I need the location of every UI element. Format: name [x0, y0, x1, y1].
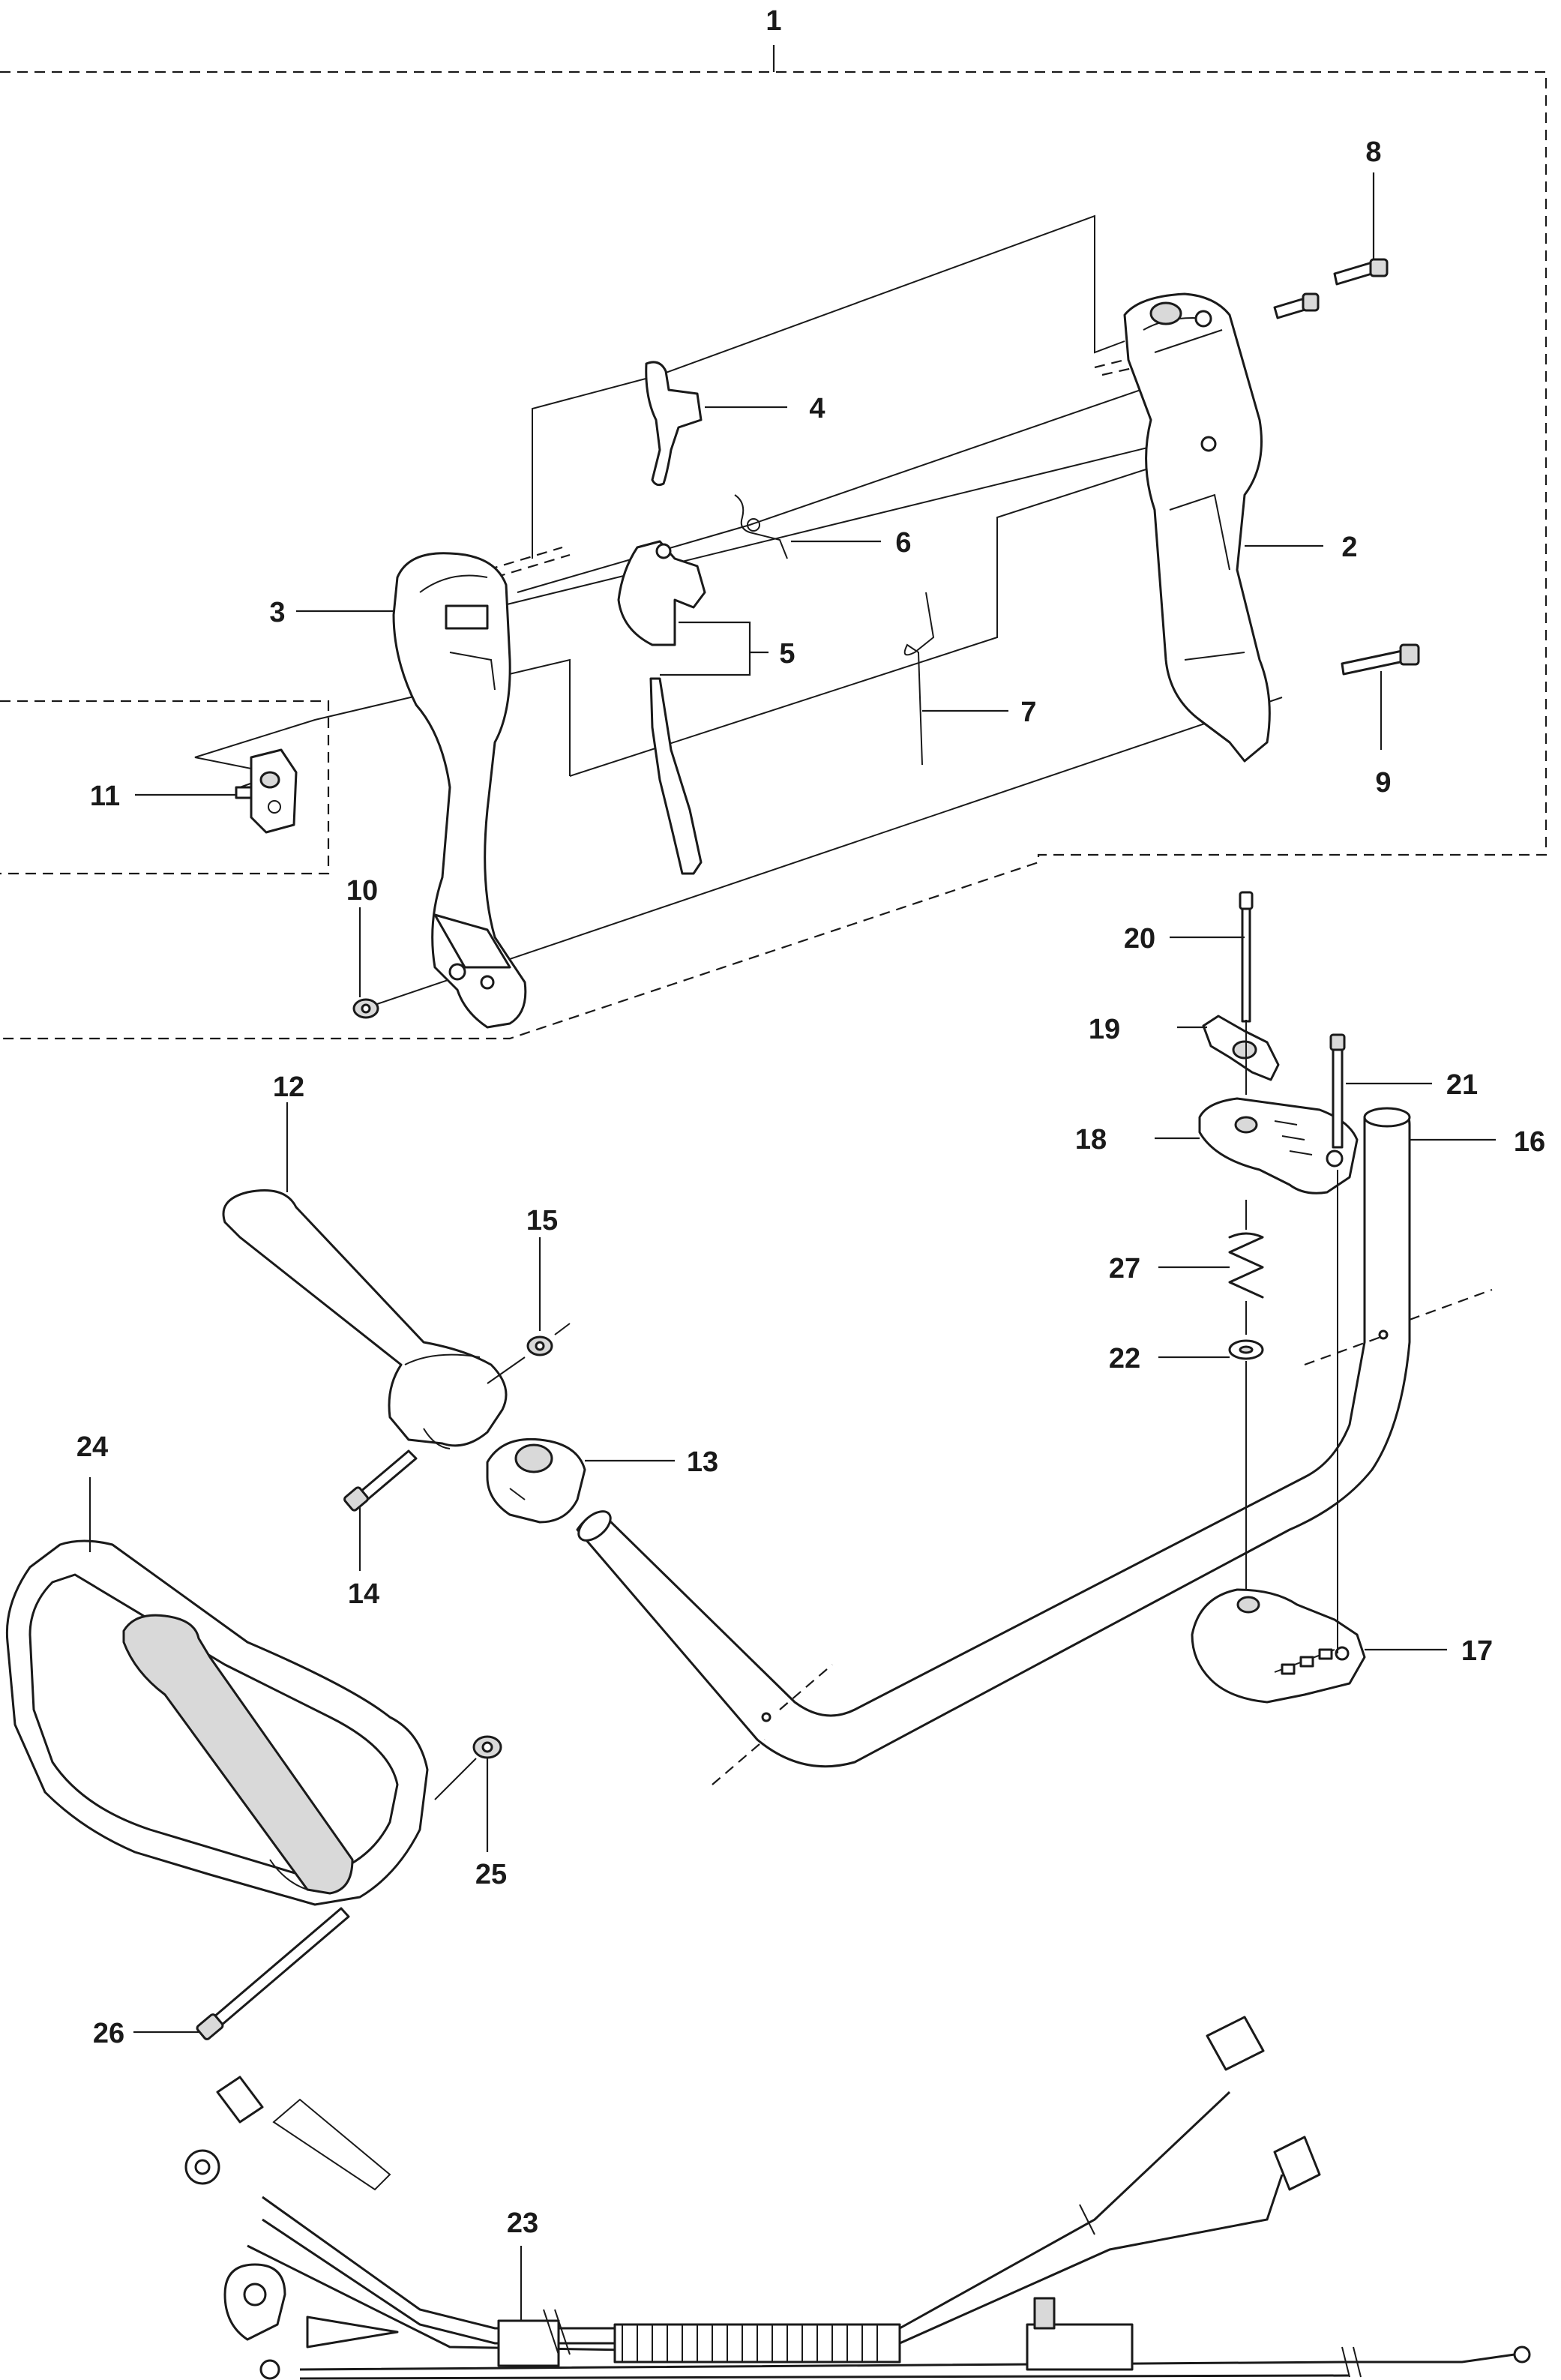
coil-spring [1228, 1200, 1264, 1335]
bolt-26 [196, 1907, 350, 2040]
callout-14: 14 [348, 1578, 379, 1610]
washer [1228, 1339, 1264, 1590]
callout-12: 12 [273, 1072, 304, 1103]
callout-16: 16 [1514, 1126, 1545, 1158]
handle-half-left [392, 552, 527, 1029]
callout-13: 13 [687, 1446, 718, 1478]
loop-guard [5, 1539, 429, 1906]
long-screw [1239, 891, 1254, 1095]
assembly-lines [194, 214, 1283, 1006]
callout-9: 9 [1375, 767, 1391, 799]
wing-nut [1202, 1015, 1280, 1081]
upper-clamp [1198, 1097, 1359, 1194]
callout-4: 4 [809, 393, 825, 424]
callout-23: 23 [507, 2208, 538, 2239]
clamp-knob [486, 1437, 586, 1524]
screw-21 [1329, 1033, 1346, 1653]
callout-27: 27 [1109, 1253, 1140, 1284]
handle-grip [222, 1189, 508, 1449]
handlebar-tube [576, 1107, 1493, 1785]
callout-24: 24 [76, 1431, 108, 1463]
screw-14 [343, 1449, 418, 1512]
callout-labels: 1 2 3 4 5 6 7 8 9 10 11 12 13 14 15 16 1… [76, 5, 1545, 2239]
lower-clamp [1191, 1588, 1366, 1704]
callout-19: 19 [1089, 1014, 1120, 1045]
stop-switch [235, 748, 298, 834]
callout-15: 15 [526, 1205, 558, 1236]
handle-half-right [1123, 292, 1271, 763]
callout-2: 2 [1341, 532, 1357, 563]
wire-spring [903, 592, 935, 766]
lock-lever [645, 361, 703, 487]
callout-26: 26 [93, 2018, 124, 2049]
callout-21: 21 [1446, 1069, 1478, 1101]
callout-8: 8 [1365, 136, 1381, 168]
assembly-boundary [0, 45, 1548, 1040]
callout-7: 7 [1020, 697, 1036, 728]
throttle-trigger [617, 540, 706, 875]
callout-1: 1 [766, 5, 781, 37]
callout-5: 5 [779, 638, 795, 670]
callout-3: 3 [269, 597, 285, 628]
callout-11: 11 [90, 781, 120, 812]
callout-10: 10 [346, 875, 378, 907]
nut-25 [434, 1735, 502, 1800]
callout-6: 6 [895, 527, 911, 559]
callout-17: 17 [1461, 1635, 1493, 1667]
nut-15 [487, 1323, 571, 1384]
screws-top [1273, 258, 1420, 676]
leader-lines [88, 172, 1496, 2321]
callout-25: 25 [475, 1859, 507, 1890]
callout-18: 18 [1075, 1124, 1107, 1156]
small-spring [734, 494, 788, 559]
cable-harness [184, 2016, 1531, 2380]
callout-20: 20 [1124, 923, 1155, 955]
callout-22: 22 [1109, 1343, 1140, 1374]
nut-10 [352, 998, 379, 1019]
